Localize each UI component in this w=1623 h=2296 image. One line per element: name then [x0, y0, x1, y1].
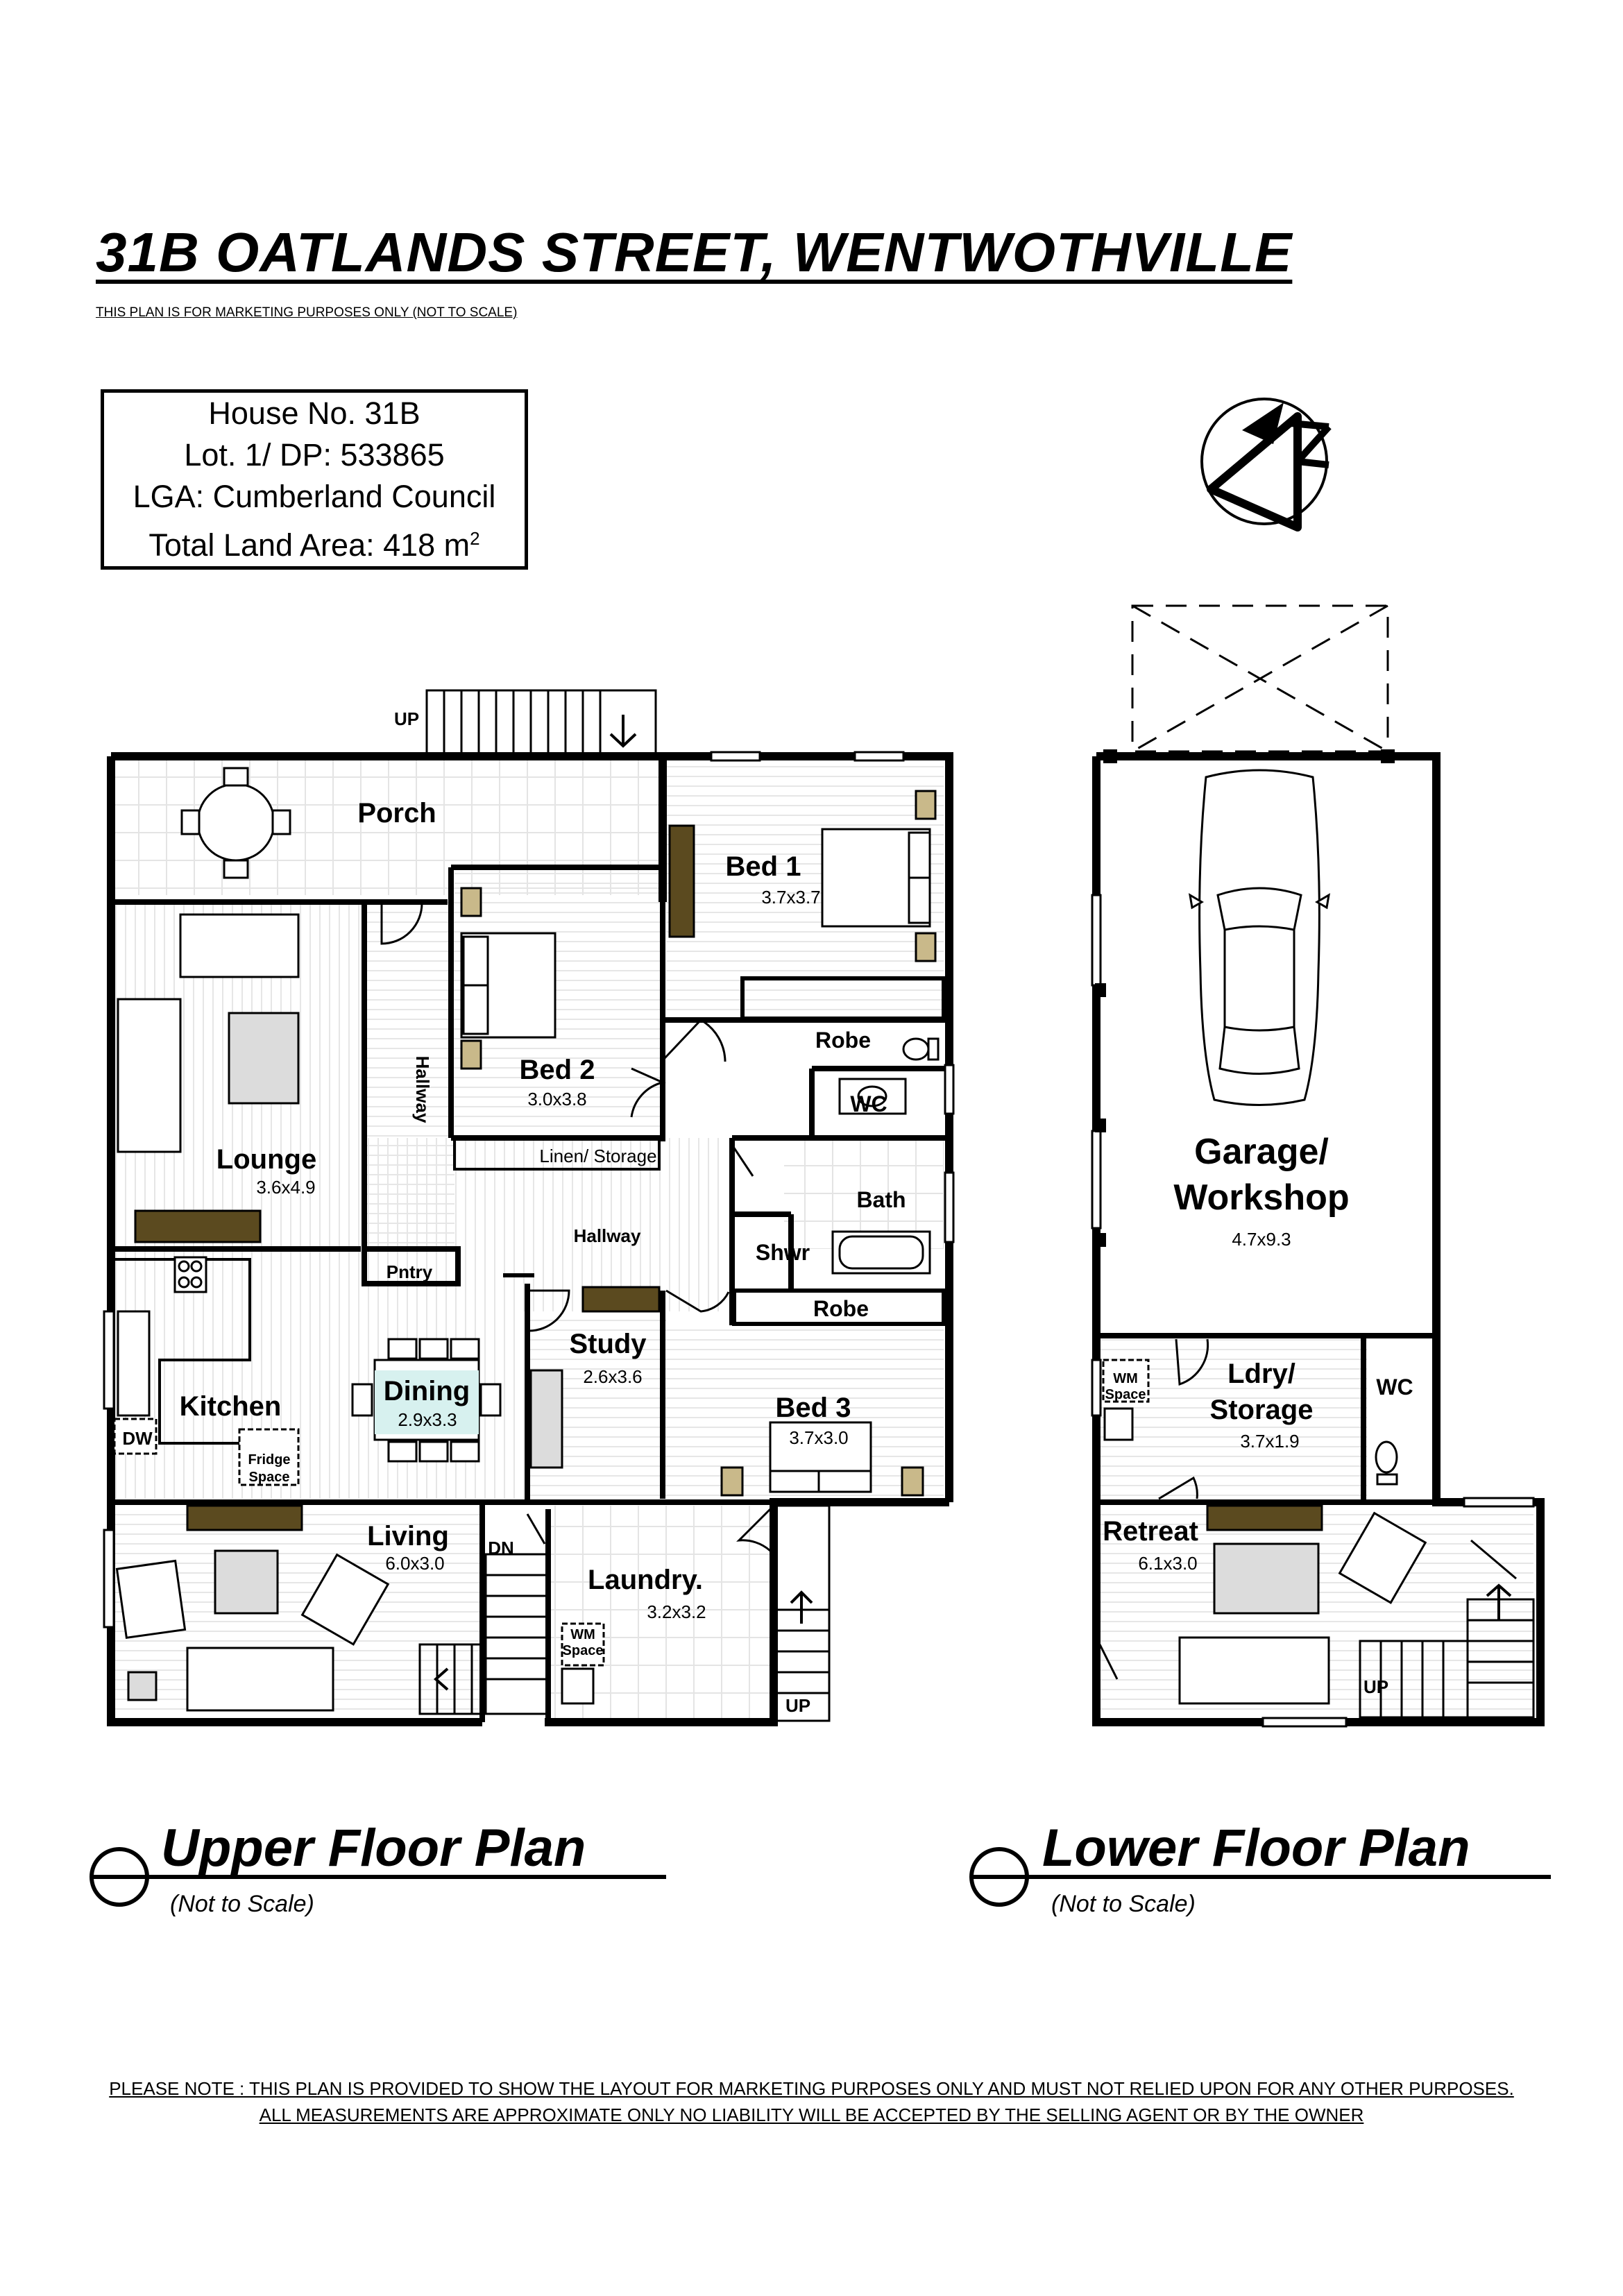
- label-dw: DW: [122, 1428, 153, 1449]
- lower-floor-plan: Garage/ Workshop Ldry/ Storage WC Retrea…: [1091, 604, 1545, 1728]
- label-pntry: Pntry: [386, 1261, 433, 1282]
- label-bed3: Bed 3: [776, 1393, 851, 1423]
- label-wm-lower: WM: [1113, 1371, 1138, 1386]
- label-hallway-vertical: Hallway: [412, 1056, 433, 1123]
- size-garage: 4.7x9.3: [1232, 1229, 1291, 1250]
- label-workshop: Workshop: [1173, 1177, 1349, 1218]
- label-storage: Storage: [1210, 1395, 1314, 1425]
- lot-dp: Lot. 1/ DP: 533865: [184, 437, 445, 473]
- label-fridge-space: Space: [249, 1470, 290, 1485]
- land-area-text: Total Land Area: 418 m: [148, 527, 470, 563]
- lower-floor-note: (Not to Scale): [1051, 1891, 1196, 1917]
- label-dining: Dining: [384, 1376, 470, 1406]
- label-bath: Bath: [856, 1187, 906, 1212]
- label-bed2: Bed 2: [520, 1055, 595, 1085]
- label-up-upper: UP: [394, 708, 419, 729]
- label-study: Study: [569, 1329, 647, 1359]
- size-study: 2.6x3.6: [583, 1366, 642, 1387]
- footer-disclaimer-line-2: ALL MEASUREMENTS ARE APPROXIMATE ONLY NO…: [259, 2104, 1364, 2125]
- size-bed1: 3.7x3.7: [761, 887, 820, 908]
- label-robe-1: Robe: [815, 1028, 871, 1053]
- land-area-unit-sup: 2: [470, 528, 480, 549]
- section-symbols: [90, 1847, 1551, 1907]
- size-bed3: 3.7x3.0: [789, 1427, 848, 1448]
- lower-floor-caption: Lower Floor Plan: [1042, 1819, 1470, 1878]
- label-garage: Garage/: [1194, 1132, 1329, 1172]
- label-ldry: Ldry/: [1227, 1359, 1295, 1389]
- label-kitchen: Kitchen: [180, 1391, 282, 1422]
- size-laundry: 3.2x3.2: [647, 1601, 706, 1622]
- size-lounge: 3.6x4.9: [256, 1177, 315, 1198]
- size-living: 6.0x3.0: [385, 1553, 444, 1574]
- label-shwr: Shwr: [756, 1240, 810, 1265]
- north-arrow-icon: [1200, 398, 1332, 532]
- footer-disclaimer-line-1: PLEASE NOTE : THIS PLAN IS PROVIDED TO S…: [109, 2078, 1514, 2099]
- label-wc-lower: WC: [1376, 1375, 1413, 1400]
- label-robe-2: Robe: [813, 1296, 869, 1321]
- size-dining: 2.9x3.3: [398, 1409, 457, 1430]
- label-laundry: Laundry.: [588, 1565, 703, 1595]
- label-lounge: Lounge: [216, 1144, 316, 1175]
- dining-label-bg: [375, 1370, 479, 1434]
- house-number: House No. 31B: [208, 396, 420, 431]
- label-wc: WC: [850, 1091, 887, 1116]
- car-icon: [1188, 769, 1331, 1106]
- upper-floor-note: (Not to Scale): [170, 1891, 314, 1917]
- page-subtitle: THIS PLAN IS FOR MARKETING PURPOSES ONLY…: [96, 305, 518, 320]
- size-retreat: 6.1x3.0: [1138, 1553, 1197, 1574]
- label-retreat: Retreat: [1103, 1516, 1198, 1547]
- label-fridge: Fridge: [248, 1452, 290, 1468]
- label-up-upper-2: UP: [785, 1695, 810, 1716]
- label-linen-storage: Linen/ Storage: [539, 1146, 656, 1166]
- upper-floor-plan: Porch Bed 1 Bed 2 Lounge Study Kitchen B…: [103, 689, 955, 1726]
- label-wm-upper: WM: [570, 1627, 595, 1642]
- size-bed2: 3.0x3.8: [527, 1089, 586, 1109]
- land-area: Total Land Area: 418 m2: [148, 518, 479, 566]
- label-up-lower: UP: [1363, 1676, 1388, 1697]
- label-hallway: Hallway: [574, 1225, 641, 1246]
- label-dn-upper: DN: [488, 1538, 514, 1558]
- label-wm-lower-space: Space: [1105, 1387, 1146, 1402]
- upper-floor-caption: Upper Floor Plan: [161, 1819, 586, 1878]
- label-bed1: Bed 1: [726, 851, 801, 882]
- lower-furniture: [1102, 1359, 1427, 1705]
- lga: LGA: Cumberland Council: [133, 479, 496, 514]
- size-ldry: 3.7x1.9: [1240, 1431, 1299, 1452]
- label-wm-upper-space: Space: [563, 1643, 604, 1658]
- label-living: Living: [367, 1521, 449, 1551]
- property-info-box: House No. 31B Lot. 1/ DP: 533865 LGA: Cu…: [101, 389, 528, 570]
- label-porch: Porch: [357, 798, 436, 828]
- page-title: 31B OATLANDS STREET, WENTWOTHVILLE: [96, 221, 1293, 283]
